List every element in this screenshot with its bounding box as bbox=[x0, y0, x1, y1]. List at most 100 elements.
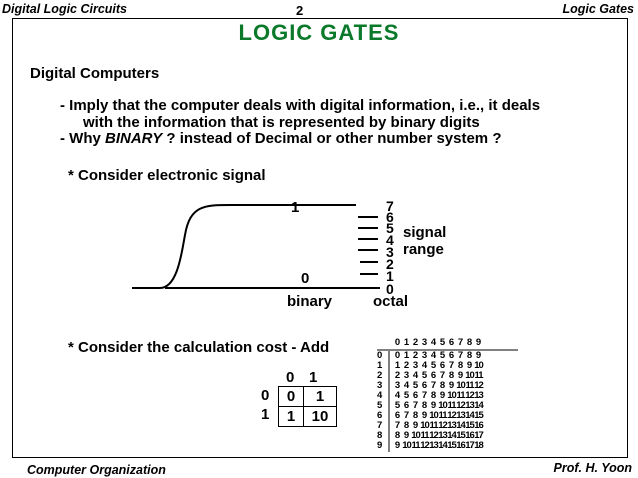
dec-cell: 7 bbox=[430, 380, 437, 391]
dec-cell: 10 bbox=[438, 400, 448, 411]
dec-cell: 14 bbox=[465, 410, 475, 421]
dec-cell: 4 bbox=[412, 370, 419, 381]
dec-cell: 8 bbox=[457, 360, 464, 371]
dec-cell: 7 bbox=[448, 360, 455, 371]
dec-cell: 4 bbox=[421, 360, 428, 371]
dec-cell: 13 bbox=[465, 400, 475, 411]
bin-cell-0-1: 1 bbox=[303, 386, 337, 407]
consider-signal: * Consider electronic signal bbox=[68, 167, 266, 184]
bullet-1: - Imply that the computer deals with dig… bbox=[60, 97, 541, 114]
dec-cell: 18 bbox=[474, 440, 484, 451]
dec-cell: 3 bbox=[403, 370, 410, 381]
bin-cell-1-1: 10 bbox=[303, 406, 337, 427]
dec-cell: 12 bbox=[429, 430, 439, 441]
dec-row-head: 8 bbox=[377, 430, 383, 441]
dec-cell: 12 bbox=[438, 420, 448, 431]
octal-0: 0 bbox=[386, 281, 394, 297]
header-topic: Logic Gates bbox=[562, 2, 634, 16]
binary-add-table: 0 1 1 10 bbox=[278, 386, 337, 427]
dec-cell: 17 bbox=[474, 430, 484, 441]
dec-cell: 4 bbox=[394, 390, 401, 401]
dec-cell: 9 bbox=[421, 410, 428, 421]
dec-row-head: 7 bbox=[377, 420, 383, 431]
dec-cell: 5 bbox=[421, 370, 428, 381]
dec-row-head: 5 bbox=[377, 400, 383, 411]
dec-cell: 11 bbox=[456, 390, 465, 401]
dec-cell: 7 bbox=[412, 400, 419, 411]
dec-col-head: 5 bbox=[439, 337, 446, 348]
dec-corner bbox=[377, 338, 393, 348]
bullet-1-cont: with the information that is represented… bbox=[83, 114, 480, 131]
dec-cell: 8 bbox=[403, 420, 410, 431]
dec-cell: 5 bbox=[394, 400, 401, 411]
bin-cell-1-0: 1 bbox=[278, 406, 304, 427]
dec-row-head: 0 bbox=[377, 350, 383, 361]
dec-cell: 12 bbox=[456, 400, 466, 411]
dec-cell: 3 bbox=[412, 360, 419, 371]
table-row: 1 10 bbox=[278, 406, 337, 427]
dec-cell: 6 bbox=[403, 400, 410, 411]
dec-cell: 7 bbox=[421, 390, 428, 401]
dec-cell: 11 bbox=[411, 440, 420, 451]
dec-cell: 6 bbox=[448, 350, 455, 361]
dec-cell: 9 bbox=[430, 400, 437, 411]
bullet-2-emph: BINARY bbox=[105, 130, 163, 147]
dec-cell: 10 bbox=[474, 360, 484, 371]
dec-cell: 8 bbox=[412, 410, 419, 421]
dec-cell: 0 bbox=[394, 350, 401, 361]
dec-cell: 5 bbox=[412, 380, 419, 391]
dec-cell: 6 bbox=[430, 370, 437, 381]
dec-cell: 14 bbox=[447, 430, 457, 441]
dec-cell: 6 bbox=[412, 390, 419, 401]
dec-cell: 9 bbox=[403, 430, 410, 441]
dec-cell: 8 bbox=[430, 390, 437, 401]
dec-col-head: 2 bbox=[412, 337, 419, 348]
dec-cell: 7 bbox=[394, 420, 401, 431]
signal-curve bbox=[132, 204, 355, 289]
dec-row-head: 9 bbox=[377, 440, 383, 451]
dec-cell: 13 bbox=[474, 390, 484, 401]
signal-range-label-1: signal bbox=[403, 224, 447, 241]
dec-cell: 1 bbox=[403, 350, 410, 361]
dec-cell: 15 bbox=[447, 440, 457, 451]
dec-cell: 2 bbox=[412, 350, 419, 361]
octal-6: 6 bbox=[386, 209, 394, 225]
page-number: 2 bbox=[296, 3, 304, 18]
table-row: 0 1 bbox=[278, 386, 337, 407]
dec-col-head: 3 bbox=[421, 337, 428, 348]
dec-cell: 11 bbox=[474, 370, 483, 381]
bullet-2: - Why BINARY ? instead of Decimal or oth… bbox=[60, 130, 501, 147]
dec-cell: 8 bbox=[466, 350, 473, 361]
dec-cell: 11 bbox=[465, 380, 474, 391]
dec-cell: 16 bbox=[474, 420, 484, 431]
dec-cell: 6 bbox=[394, 410, 401, 421]
dec-cell: 9 bbox=[466, 360, 473, 371]
dec-cell: 5 bbox=[439, 350, 446, 361]
dec-cell: 9 bbox=[439, 390, 446, 401]
dec-row-head: 4 bbox=[377, 390, 383, 401]
dec-cell: 1 bbox=[394, 360, 401, 371]
dec-cell: 11 bbox=[447, 400, 456, 411]
dec-col-head: 6 bbox=[448, 337, 455, 348]
octal-2: 2 bbox=[386, 256, 394, 272]
dec-cell: 15 bbox=[474, 410, 484, 421]
dec-cell: 14 bbox=[438, 440, 448, 451]
section-heading: Digital Computers bbox=[30, 65, 160, 82]
dec-cell: 10 bbox=[456, 380, 466, 391]
dec-cell: 2 bbox=[403, 360, 410, 371]
dec-cell: 4 bbox=[403, 380, 410, 391]
slide-frame bbox=[12, 18, 628, 458]
bin-cell-0-0: 0 bbox=[278, 386, 304, 407]
dec-col-head: 8 bbox=[466, 337, 473, 348]
dec-cell: 7 bbox=[439, 370, 446, 381]
dec-cell: 16 bbox=[456, 440, 466, 451]
